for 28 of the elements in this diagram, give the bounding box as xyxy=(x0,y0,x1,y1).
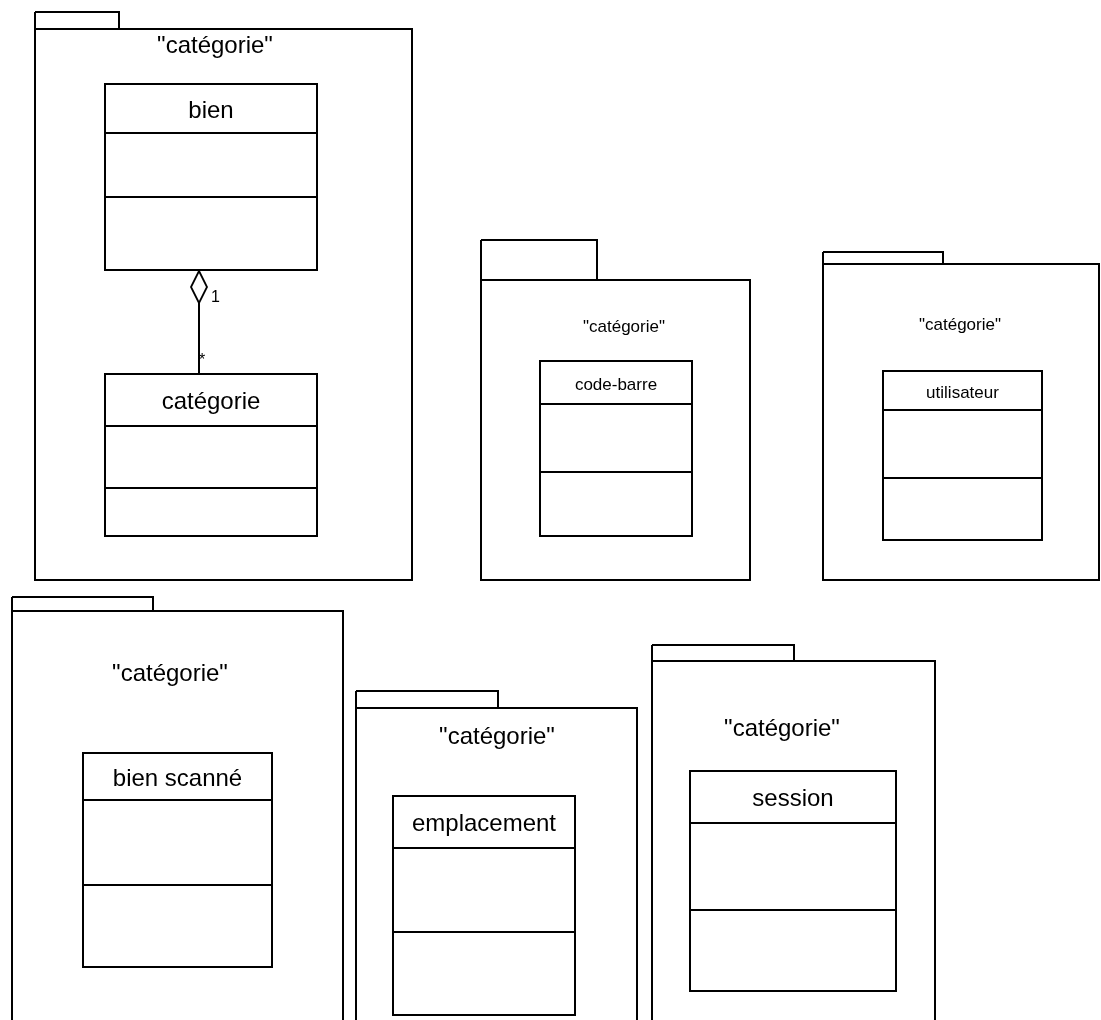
class-name: bien scanné xyxy=(112,765,243,790)
class-name: utilisateur xyxy=(926,383,999,400)
class-box xyxy=(104,373,318,537)
package-title: "catégorie" xyxy=(112,661,228,685)
package-frame xyxy=(822,251,1100,581)
package-title: "catégorie" xyxy=(724,716,840,740)
package-title: "catégorie" xyxy=(439,724,555,748)
package-frame xyxy=(480,239,751,581)
class-box xyxy=(104,83,318,271)
package-title: "catégorie" xyxy=(583,318,665,335)
class-box xyxy=(689,770,897,992)
package-title: "catégorie" xyxy=(919,316,1001,333)
package-frame xyxy=(651,644,936,1020)
package-frame xyxy=(11,596,344,1020)
package-title: "catégorie" xyxy=(157,33,273,57)
package-frame xyxy=(34,11,413,581)
class-box xyxy=(539,360,693,537)
class-box xyxy=(82,752,273,968)
class-name: catégorie xyxy=(161,389,261,413)
multiplicity-label: 1 xyxy=(211,289,220,305)
class-name: code-barre xyxy=(574,375,658,392)
class-name: bien xyxy=(188,97,234,122)
package-frame xyxy=(355,690,638,1020)
class-box xyxy=(882,370,1043,541)
aggregation-line xyxy=(190,270,208,374)
class-name: emplacement xyxy=(411,811,557,835)
class-box xyxy=(392,795,576,1016)
class-name: session xyxy=(752,786,834,810)
